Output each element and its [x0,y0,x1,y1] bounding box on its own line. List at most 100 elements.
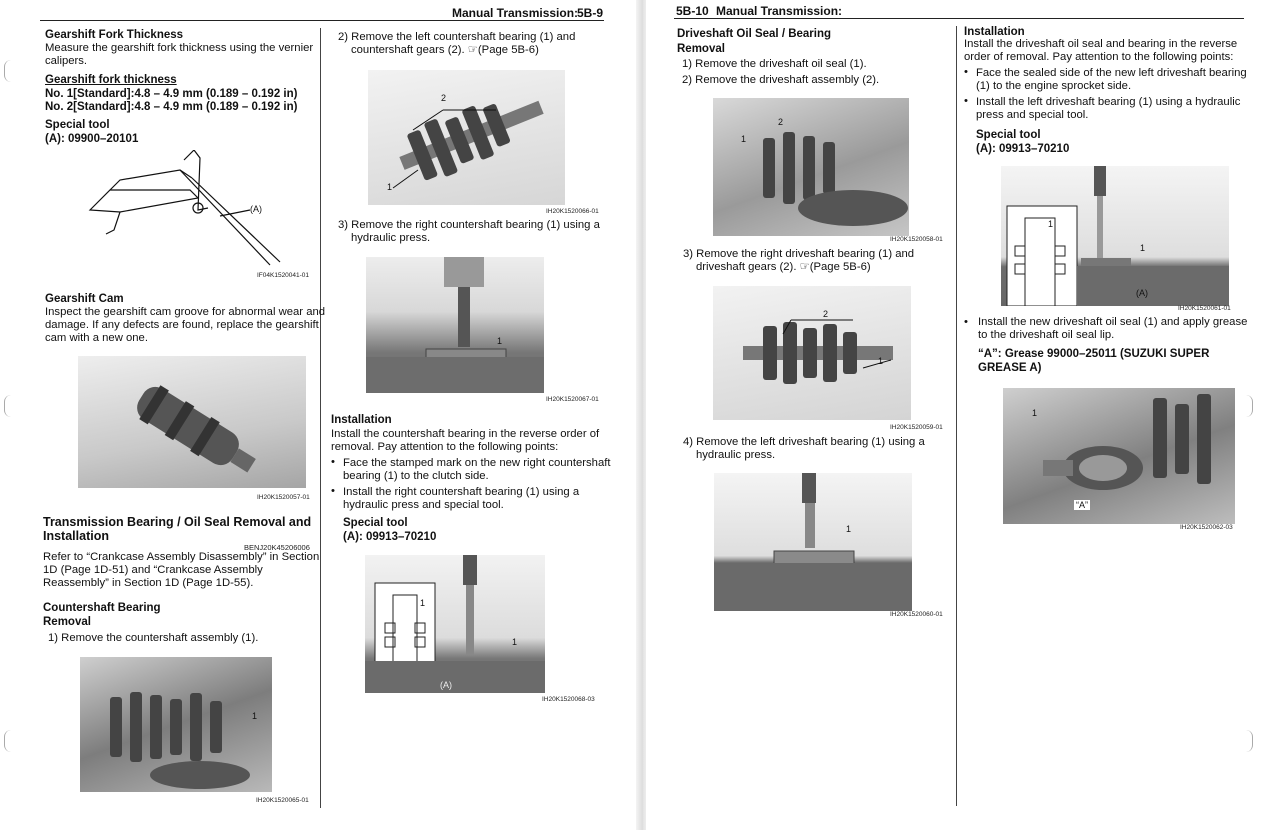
special-tool-label: Special tool [343,517,408,529]
figure-label: 1 [878,356,884,366]
subsection-title: Removal [677,43,725,55]
binder-hole [1246,730,1253,752]
figure-label: 2 [778,117,784,127]
step-text: 4) Remove the left driveshaft bearing (1… [683,436,925,448]
figure-code: IF04K1520041-01 [257,272,310,279]
gearshift-cam-photo [78,356,306,488]
header-rule [40,20,604,21]
binder-hole [1246,395,1253,417]
body-text: order of removal. Pay attention to the f… [964,51,1234,63]
body-text: cam with a new one. [45,332,148,344]
spec-title: Gearshift fork thickness [45,74,177,86]
figure-label: (A) [1136,288,1148,298]
header-page-number: 5B-10 [676,4,709,18]
left-page: Manual Transmission: 5B-9 Gearshift Fork… [4,6,611,808]
step-text: 3) Remove the right countershaft bearing… [338,219,600,231]
figure-code: IH20K1520060-01 [890,611,943,618]
driveshaft-gears-photo [713,286,911,420]
body-text: Measure the gearshift fork thickness usi… [45,42,314,54]
bullet-text: (1) to the engine sprocket side. [976,80,1132,92]
header-rule [674,18,1244,19]
figure-label: 1 [1140,243,1146,253]
header-page-number: 5B-9 [577,6,604,20]
bullet: • [964,316,968,328]
figure-code: IH20K1520057-01 [257,494,310,501]
step-text: 3) Remove the right driveshaft bearing (… [683,248,915,260]
figure-label: 1 [252,711,258,721]
figure-code: IH20K1520068-03 [542,696,595,703]
figure-code: IH20K1520058-01 [890,236,943,243]
caliper-illustration [88,150,281,266]
special-tool-number: (A): 09900–20101 [45,133,139,145]
section-title: Driveshaft Oil Seal / Bearing [677,28,832,40]
step-text: 2) Remove the driveshaft assembly (2). [682,74,880,86]
figure-code: IH20K1520067-01 [546,396,599,403]
step-text: hydraulic press. [696,449,776,461]
figure-code: IH20K1520066-01 [546,208,599,215]
step-text: 1) Remove the driveshaft oil seal (1). [682,58,867,70]
figure-code: IH20K1520065-01 [256,797,309,804]
header-title: Manual Transmission: [716,4,843,18]
figure-label: 1 [497,336,503,346]
driveshaft-bearing-install-photo [1001,166,1229,306]
grease-spec: “A”: Grease 99000–25011 (SUZUKI SUPER [978,348,1210,360]
section-title: Gearshift Fork Thickness [45,29,184,41]
figure-code: IH20K1520062-03 [1180,524,1233,531]
hydraulic-press-photo [366,257,544,393]
step-text: driveshaft gears (2). ☞(Page 5B-6) [696,261,871,273]
bullet: • [331,456,335,468]
oil-seal-grease-photo [1003,388,1235,524]
body-text: 1D (Page 1D-51) and “Crankcase Assembly [43,564,263,576]
driveshaft-press-photo [714,473,912,611]
right-page: 5B-10 Manual Transmission: Driveshaft Oi… [646,0,1280,830]
figure-label: 1 [1032,408,1038,418]
subsection-title: Installation [331,414,392,426]
bullet: • [964,66,968,78]
spec-value: No. 1[Standard]:4.8 – 4.9 mm (0.189 – 0.… [45,88,298,100]
countershaft-gears-photo [368,70,565,205]
body-text: calipers. [45,55,88,67]
body-text: damage. If any defects are found, replac… [45,319,319,331]
bullet-text: to the driveshaft oil seal lip. [978,329,1115,341]
spec-value: No. 2[Standard]:4.8 – 4.9 mm (0.189 – 0.… [45,101,298,113]
body-text: removal. Pay attention to the following … [331,441,559,453]
figure-label: (A) [440,680,452,690]
figure-label: “A” [1074,500,1090,510]
bullet-text: Install the right countershaft bearing (… [343,486,580,498]
driveshaft-assembly-photo [713,98,909,236]
major-section-title: Transmission Bearing / Oil Seal Removal … [43,515,312,529]
figure-label: 1 [387,182,393,192]
bullet-text: press and special tool. [976,109,1089,121]
special-tool-number: (A): 09913–70210 [976,143,1070,155]
figure-label: 1 [420,598,426,608]
figure-label: (A) [250,204,262,214]
body-text: Install the countershaft bearing in the … [331,428,600,440]
column-divider [956,26,957,806]
countershaft-assembly-photo [80,657,272,792]
body-text: Install the driveshaft oil seal and bear… [964,38,1238,50]
special-tool-label: Special tool [976,129,1041,141]
bullet-text: Face the stamped mark on the new right c… [343,457,611,469]
figure-label: 2 [441,93,447,103]
body-text: Refer to “Crankcase Assembly Disassembly… [43,551,320,563]
bullet-text: Install the left driveshaft bearing (1) … [976,96,1241,108]
section-title: Gearshift Cam [45,293,124,305]
binder-hole [4,730,11,752]
reference-code: BENJ20K45206006 [244,543,310,552]
bullet-text: hydraulic press and special tool. [343,499,504,511]
step-text: 1) Remove the countershaft assembly (1). [48,632,259,644]
body-text: Inspect the gearshift cam groove for abn… [45,306,326,318]
binder-hole [4,395,11,417]
figure-label: 1 [846,524,852,534]
body-text: Reassembly” in Section 1D (Page 1D-55). [43,577,254,589]
header-title: Manual Transmission: [452,6,579,20]
figure-label: 1 [741,134,747,144]
bearing-install-photo [365,555,545,693]
major-section-title: Installation [43,529,109,543]
grease-spec: GREASE A) [978,362,1042,374]
binder-hole [4,60,11,82]
subsection-title: Countershaft Bearing [43,602,161,614]
step-text: hydraulic press. [351,232,431,244]
column-divider [320,28,321,808]
